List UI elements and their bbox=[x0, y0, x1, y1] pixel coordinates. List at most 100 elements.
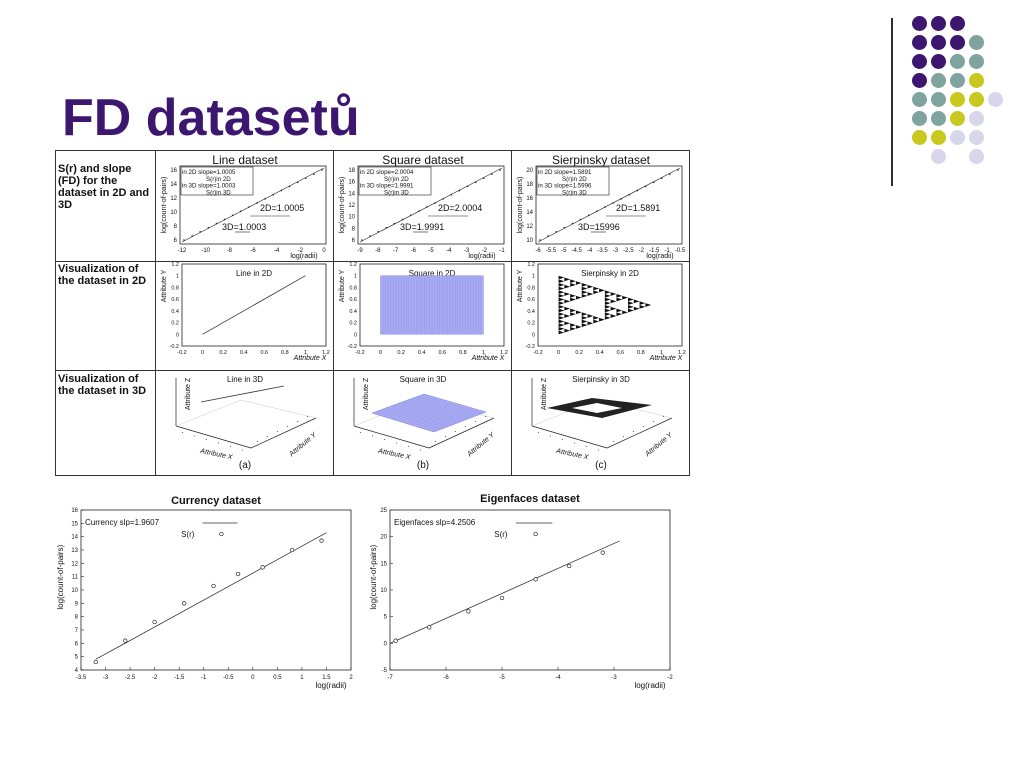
x-tick-label: -3 bbox=[103, 675, 109, 681]
sierpinsky-triangle bbox=[581, 323, 588, 327]
sierpinsky-triangle bbox=[639, 305, 646, 309]
data-point bbox=[636, 189, 639, 192]
x-tick-mark: · bbox=[395, 439, 398, 448]
sierpinsky-triangle bbox=[581, 283, 588, 287]
x-tick-label: -7 bbox=[393, 248, 399, 254]
y-tick-mark: · bbox=[484, 412, 487, 421]
legend-entry: Eigenfaces slp=4.2506 bbox=[394, 518, 476, 527]
sierpinsky-triangle bbox=[581, 294, 588, 298]
data-point bbox=[183, 239, 185, 241]
y-tick-label: 1.2 bbox=[171, 262, 179, 268]
data-point bbox=[207, 226, 210, 229]
data-point bbox=[660, 177, 663, 180]
decorative-dot bbox=[950, 73, 965, 88]
legend-marker bbox=[533, 531, 538, 537]
y-tick-label: 0.8 bbox=[527, 285, 535, 291]
sierpinsky-triangle bbox=[564, 284, 571, 289]
sierpinsky-triangle bbox=[558, 308, 565, 313]
sierpinsky-triangle bbox=[581, 312, 588, 316]
square-3d-hatch bbox=[401, 401, 464, 421]
y-axis-label: log(count-of-pairs) bbox=[517, 177, 524, 234]
sierpinsky-triangle bbox=[575, 325, 582, 329]
data-point bbox=[579, 218, 582, 221]
x-tick-label: 0 bbox=[201, 350, 204, 356]
row-label-text: (FD) for the bbox=[58, 175, 117, 187]
y-tick-label: 11 bbox=[72, 575, 79, 581]
decorative-dot bbox=[931, 16, 946, 31]
sierpinsky-triangle bbox=[587, 292, 594, 296]
y-axis-label: log(count-of-pairs) bbox=[369, 544, 378, 609]
data-point bbox=[409, 214, 412, 217]
data-point bbox=[587, 214, 590, 217]
plot-frame bbox=[537, 263, 683, 347]
row-label-text: dataset in 2D and bbox=[58, 187, 149, 199]
x-tick-label: -4 bbox=[587, 248, 593, 254]
sierpinsky-triangle bbox=[558, 315, 565, 320]
x-tick-label: 0.6 bbox=[616, 350, 624, 356]
y-tick-label: 1.2 bbox=[527, 262, 535, 268]
y-tick-label: 0.6 bbox=[349, 297, 357, 303]
viz2d-panel: Sierpinsky in 2D1.210.80.60.40.20-0.2-0.… bbox=[517, 262, 686, 362]
decorative-dot bbox=[912, 111, 927, 126]
data-point bbox=[256, 202, 258, 204]
sierpinsky-triangle bbox=[581, 290, 588, 295]
fit-line bbox=[389, 540, 620, 644]
x-tick-label: -8 bbox=[227, 248, 233, 254]
annotation-3d: 3D=1.0003 bbox=[222, 222, 266, 232]
x-tick-label: 0.2 bbox=[219, 350, 227, 356]
fd-panel-title: Sierpinsky dataset bbox=[552, 153, 651, 167]
plot-frame bbox=[359, 263, 505, 347]
viz2d-title: Sierpinsky in 2D bbox=[581, 269, 639, 278]
y-tick-label: 4 bbox=[75, 668, 79, 674]
y-tick-label: 6 bbox=[75, 641, 79, 647]
sierpinsky-triangle bbox=[570, 312, 576, 316]
y-axis-label: log(count-of-pairs) bbox=[56, 544, 65, 609]
sierpinsky-triangle bbox=[558, 312, 565, 316]
x-tick-label: 0.4 bbox=[418, 350, 426, 356]
square-3d-hatch bbox=[409, 399, 472, 418]
y-tick-label: 20 bbox=[380, 535, 387, 541]
x-tick-label: -1 bbox=[201, 675, 207, 681]
y-tick-label: 7 bbox=[75, 628, 79, 634]
data-point bbox=[418, 210, 420, 212]
decorative-dot bbox=[931, 54, 946, 69]
y-tick-label: 8 bbox=[352, 226, 356, 232]
x-tick-label: -6 bbox=[250, 248, 256, 254]
x-tick-label: -3.5 bbox=[597, 248, 608, 254]
x-tick-label: -2 bbox=[298, 248, 304, 254]
data-point bbox=[289, 547, 295, 553]
square-3d-hatch bbox=[386, 407, 449, 427]
sierpinsky-triangle bbox=[604, 294, 611, 298]
data-point bbox=[677, 169, 679, 171]
data-point bbox=[211, 583, 216, 589]
x-tick-mark: · bbox=[241, 446, 244, 455]
data-point bbox=[260, 565, 265, 570]
sierpinsky-triangle bbox=[564, 299, 571, 304]
plot-frame bbox=[181, 263, 327, 347]
sierpinsky-triangle bbox=[570, 308, 576, 313]
y-axis-label: Attribute Y bbox=[339, 269, 346, 302]
y-tick-mark: · bbox=[612, 437, 615, 446]
x-tick-mark: · bbox=[549, 432, 552, 441]
x-tick-mark: · bbox=[193, 432, 196, 441]
x-axis-label: Attribute X bbox=[293, 355, 327, 362]
square-3d-hatch bbox=[420, 395, 483, 414]
y-tick-label: 0.8 bbox=[171, 285, 179, 291]
x-tick-label: -2.5 bbox=[125, 675, 136, 681]
annotation-3d: 3D=1.9991 bbox=[400, 222, 444, 232]
fit-line bbox=[359, 167, 503, 243]
legend-marker bbox=[219, 531, 224, 537]
y-tick-label: 18 bbox=[526, 182, 533, 188]
x-tick-mark: · bbox=[537, 428, 540, 437]
x-tick-label: 0.8 bbox=[459, 350, 467, 356]
y-tick-label: 13 bbox=[71, 548, 78, 554]
data-point bbox=[319, 538, 324, 543]
data-point bbox=[499, 595, 505, 601]
data-point bbox=[385, 226, 388, 229]
data-point bbox=[181, 601, 187, 606]
x-axis-label: Attribute X bbox=[649, 355, 683, 362]
y-tick-label: -0.2 bbox=[170, 344, 179, 350]
x-tick-label: -5 bbox=[499, 675, 505, 681]
square-3d-hatch bbox=[371, 412, 435, 433]
